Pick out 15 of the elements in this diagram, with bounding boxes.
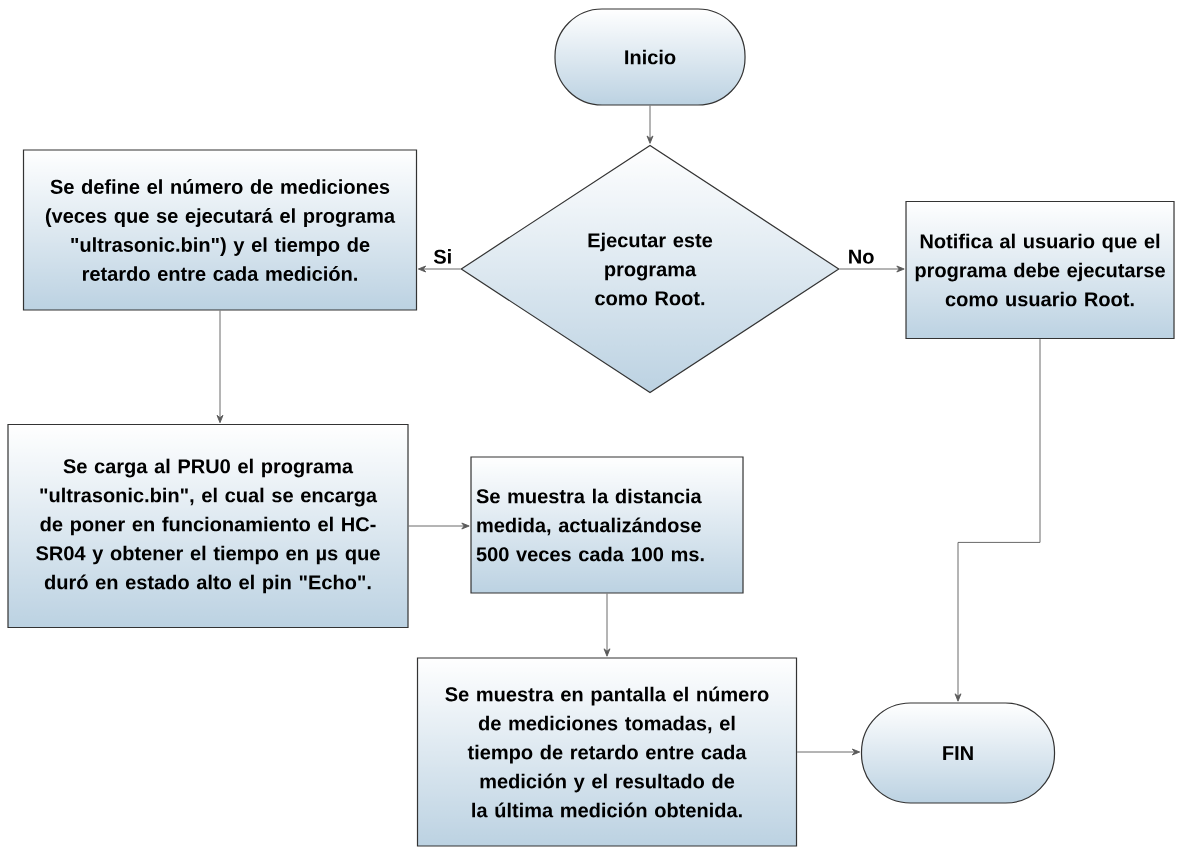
process-box: Se muestra la distancia medida, actualizándose 500 veces cada 100 ms. bbox=[470, 456, 744, 594]
edge-label: No bbox=[845, 247, 877, 266]
arrow bbox=[603, 593, 611, 657]
arrow bbox=[954, 338, 1041, 702]
arrow bbox=[408, 522, 470, 530]
arrow bbox=[216, 310, 224, 424]
arrow bbox=[646, 105, 654, 144]
edge-label: Si bbox=[431, 247, 455, 266]
process-box: Notifica al usuario que el programa debe ejecutarse como usuario Root. bbox=[905, 200, 1175, 340]
arrow bbox=[417, 265, 461, 273]
arrow bbox=[796, 748, 861, 756]
process-box: Se muestra en pantalla el número de mediciones tomadas, el tiempo de retardo entre cada medición y el resultado de la última medición obtenida. bbox=[416, 657, 798, 847]
arrow bbox=[839, 265, 905, 273]
process-box: Se define el número de mediciones (veces que se ejecutará el programa "ultrasonic.bin") y el tiempo de retardo entre cada medición. bbox=[22, 149, 418, 311]
process-box: Se carga al PRU0 el programa "ultrasonic.bin", el cual se encarga de poner en funcionamiento el HC-SR04 y obtener el tiempo en µs que duró en estado alto el pin "Echo". bbox=[7, 423, 409, 629]
